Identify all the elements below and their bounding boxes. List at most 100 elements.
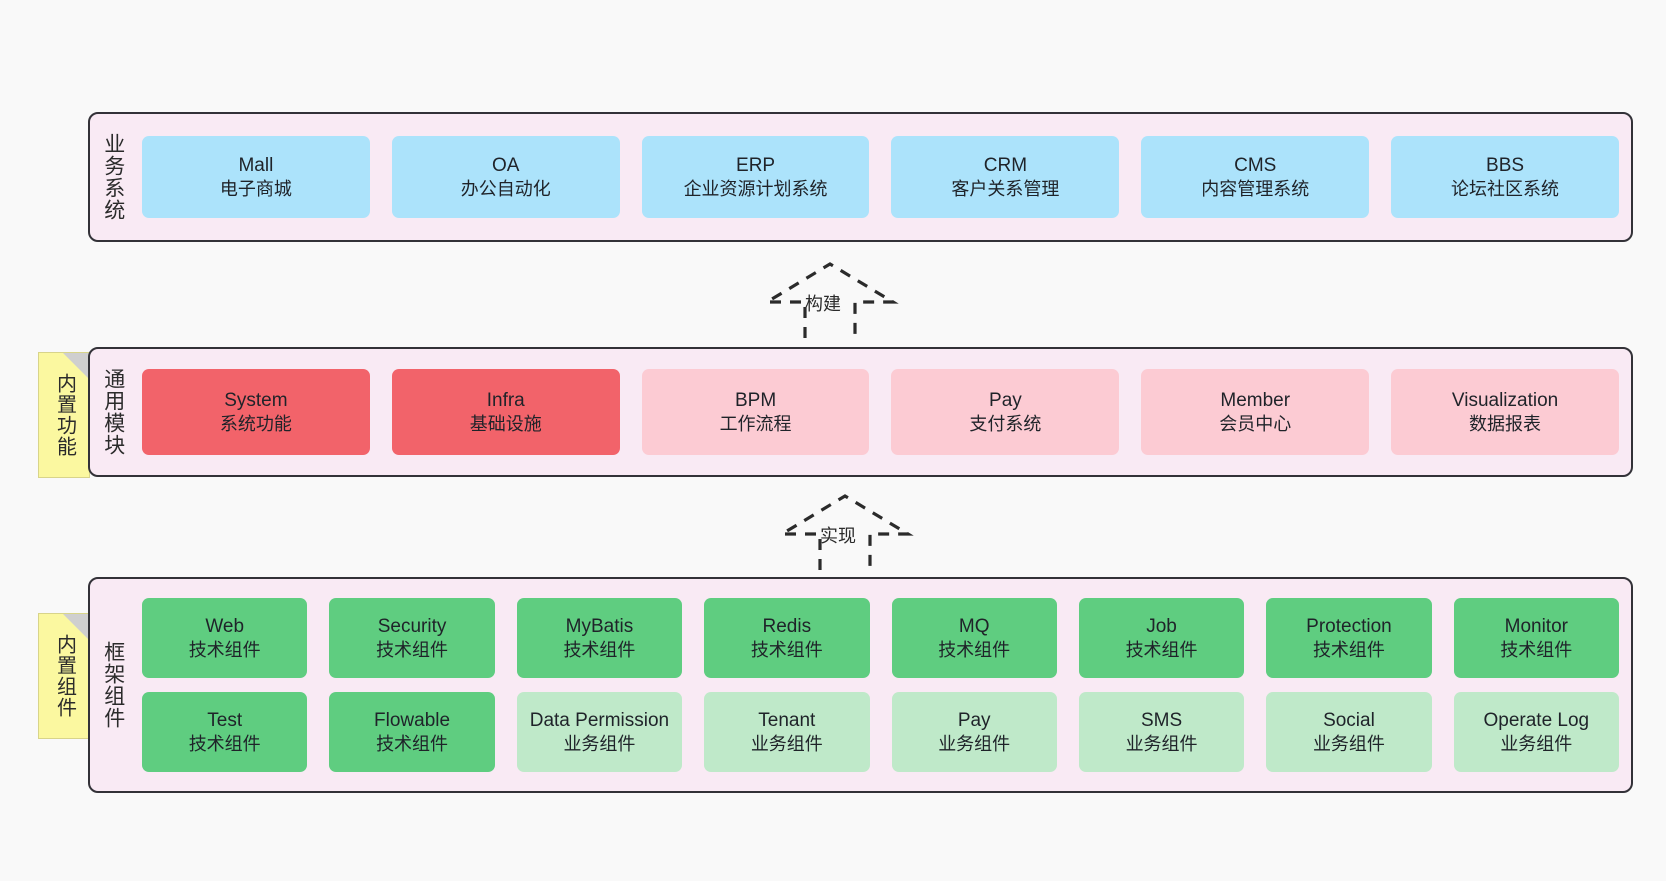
card-title: MyBatis	[565, 615, 634, 637]
connector-implement-arrow: 实现	[770, 490, 920, 582]
card-subtitle: 企业资源计划系统	[683, 178, 828, 199]
card-title: Operate Log	[1483, 709, 1590, 731]
card-subtitle: 业务组件	[1125, 733, 1198, 754]
connector-implement-label: 实现	[820, 526, 856, 546]
card-title: Social	[1323, 709, 1375, 731]
framework-note-label: 内置组件	[53, 634, 76, 718]
business-layer-title: 业务系统	[101, 133, 125, 221]
card-subtitle: 客户关系管理	[951, 178, 1060, 199]
card-title: Redis	[762, 615, 812, 637]
module-layer-title: 通用模块	[101, 368, 125, 456]
card-title: Security	[377, 615, 447, 637]
card-title: Data Permission	[529, 709, 670, 731]
card-title: Mall	[238, 154, 274, 176]
card-subtitle: 技术组件	[188, 733, 261, 754]
card-subtitle: 技术组件	[938, 639, 1011, 660]
card-subtitle: 技术组件	[1312, 639, 1385, 660]
card-title: Job	[1146, 615, 1177, 637]
card-title: OA	[492, 154, 520, 176]
card-title: Test	[207, 709, 243, 731]
card-title: Pay	[957, 709, 991, 731]
card-subtitle: 业务组件	[750, 733, 823, 754]
card-subtitle: 技术组件	[563, 639, 636, 660]
framework-layer-title: 框架组件	[101, 641, 125, 729]
card-title: BPM	[734, 389, 777, 411]
card-title: MQ	[958, 615, 990, 637]
card-subtitle: 办公自动化	[460, 178, 551, 199]
card-title: Flowable	[374, 709, 451, 731]
connector-build-arrow: 构建	[755, 258, 905, 350]
card-title: Tenant	[758, 709, 816, 731]
card-title: Monitor	[1504, 615, 1568, 637]
card-subtitle: 电子商城	[219, 178, 292, 199]
card-subtitle: 技术组件	[188, 639, 261, 660]
card-title: BBS	[1486, 154, 1525, 176]
card-subtitle: 业务组件	[563, 733, 636, 754]
card-subtitle: 技术组件	[376, 733, 449, 754]
card-title: Web	[205, 615, 245, 637]
card-title: CMS	[1234, 154, 1277, 176]
card-subtitle: 会员中心	[1219, 413, 1292, 434]
card-title: CRM	[983, 154, 1028, 176]
card-title: System	[224, 389, 288, 411]
card-title: Pay	[989, 389, 1022, 411]
card-title: Infra	[486, 389, 525, 411]
card-subtitle: 系统功能	[219, 413, 292, 434]
card-subtitle: 支付系统	[969, 413, 1042, 434]
note-fold-corner-icon	[63, 614, 89, 640]
card-subtitle: 论坛社区系统	[1451, 178, 1560, 199]
module-layer-note: 内置功能	[38, 352, 90, 478]
module-note-label: 内置功能	[53, 373, 76, 457]
card-subtitle: 数据报表	[1469, 413, 1542, 434]
card-subtitle: 业务组件	[1500, 733, 1573, 754]
framework-layer-note: 内置组件	[38, 613, 90, 739]
card-subtitle: 业务组件	[938, 733, 1011, 754]
card-title: ERP	[736, 154, 776, 176]
card-title: Visualization	[1451, 389, 1559, 411]
card-title: Member	[1220, 389, 1291, 411]
card-subtitle: 基础设施	[469, 413, 542, 434]
card-subtitle: 内容管理系统	[1201, 178, 1310, 199]
card-subtitle: 技术组件	[376, 639, 449, 660]
card-subtitle: 技术组件	[1500, 639, 1573, 660]
card-subtitle: 技术组件	[1125, 639, 1198, 660]
card-title: SMS	[1140, 709, 1183, 731]
